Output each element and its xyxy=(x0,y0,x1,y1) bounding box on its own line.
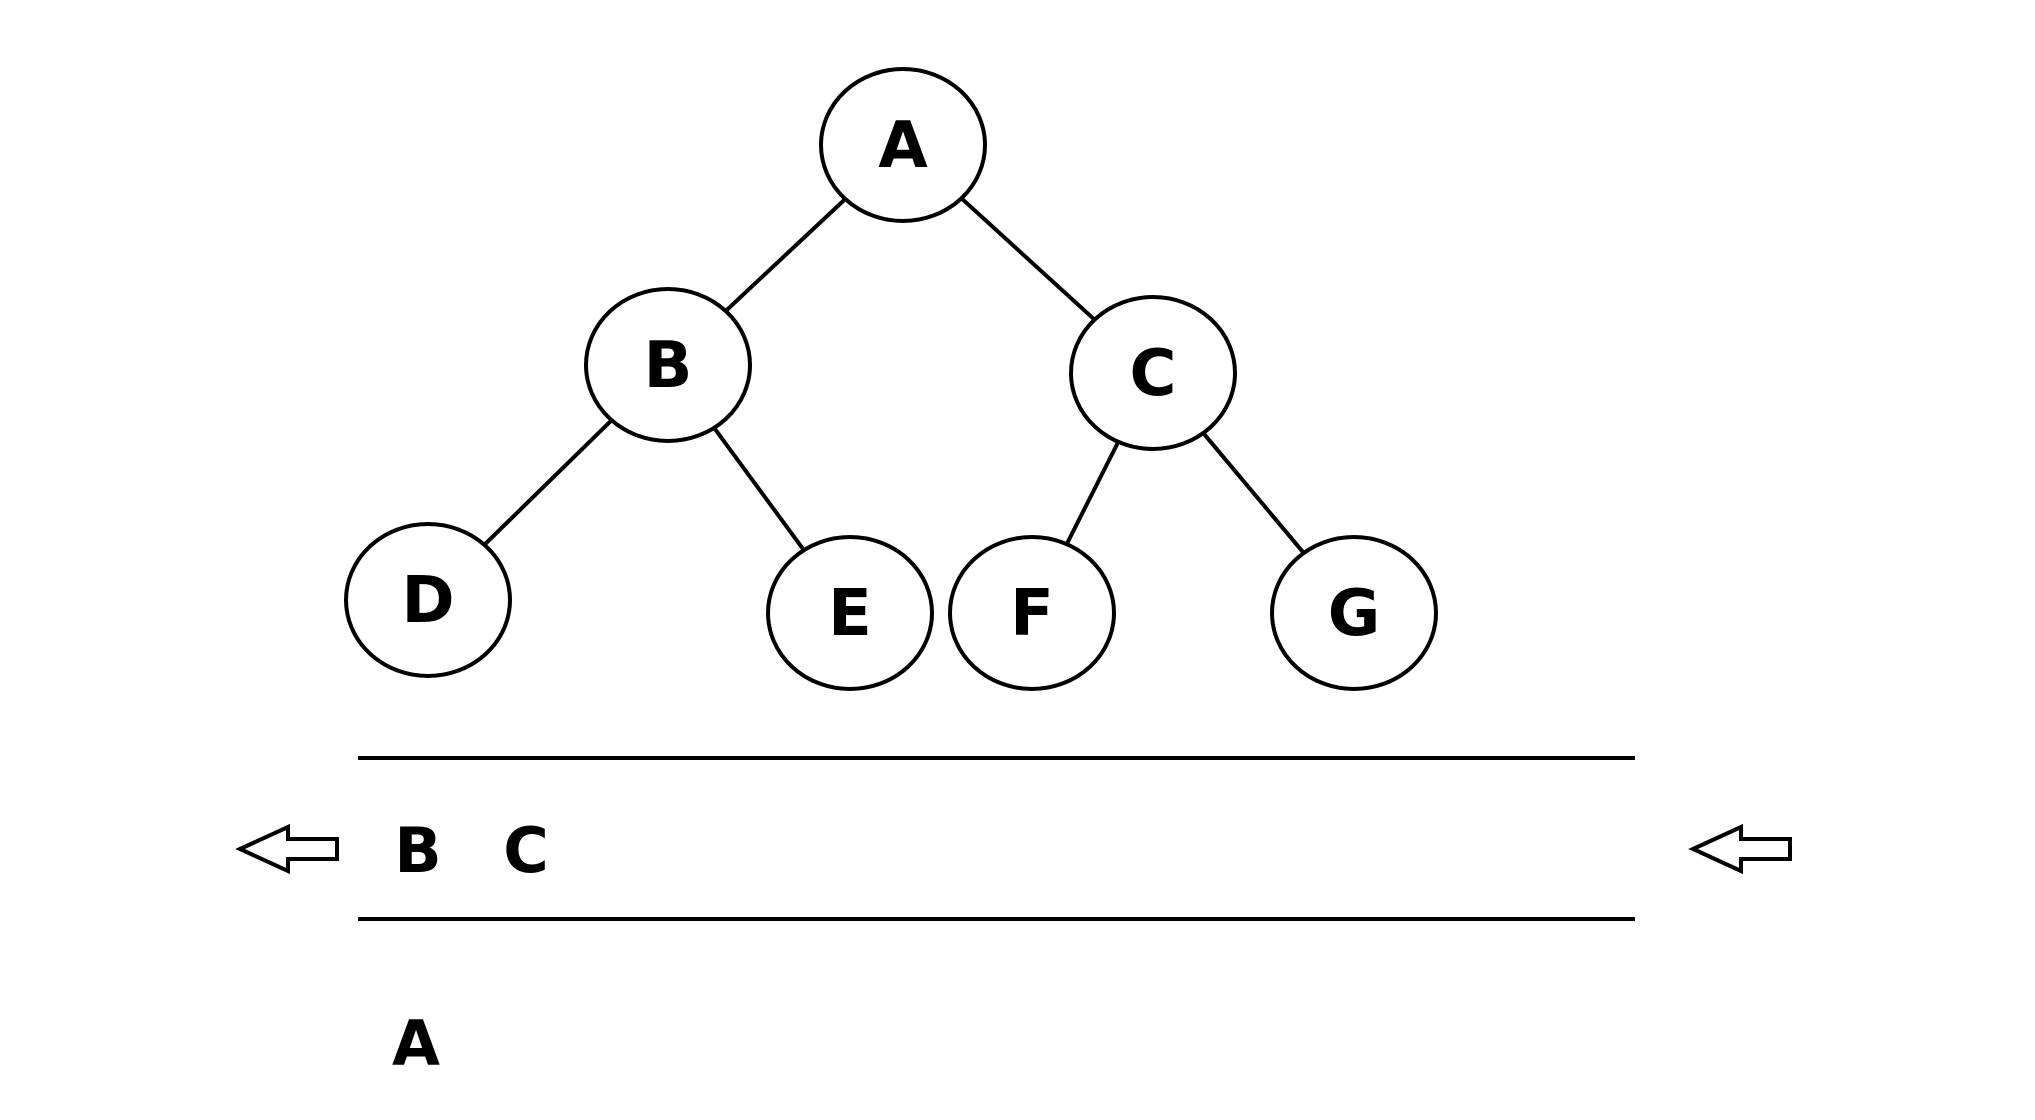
edge-a-c xyxy=(959,196,1097,322)
node-circle xyxy=(819,67,987,223)
edge-b-d xyxy=(482,418,614,547)
tree-node-b: B xyxy=(584,287,752,443)
enqueue-arrow-icon xyxy=(1688,823,1792,875)
tree-node-g: G xyxy=(1270,535,1438,691)
node-label: F xyxy=(1010,577,1054,651)
edge-b-e xyxy=(712,425,806,553)
tree-node-f: F xyxy=(948,535,1116,691)
dequeue-arrow-icon xyxy=(235,823,339,875)
node-label: G xyxy=(1328,577,1381,651)
node-label: E xyxy=(828,577,872,651)
tree-node-d: D xyxy=(344,522,512,678)
output-item: A xyxy=(392,1007,440,1080)
tree-node-e: E xyxy=(766,535,934,691)
tree-nodes: A B C D E F G xyxy=(344,67,1438,691)
node-label: B xyxy=(644,329,693,403)
node-label: A xyxy=(878,109,928,183)
node-circle xyxy=(766,535,934,691)
edge-a-b xyxy=(723,197,848,313)
node-label: D xyxy=(401,564,454,638)
node-circle xyxy=(1069,295,1237,451)
node-circle xyxy=(584,287,752,443)
tree-node-c: C xyxy=(1069,295,1237,451)
node-circle xyxy=(1270,535,1438,691)
edge-c-g xyxy=(1201,431,1306,555)
edge-c-f xyxy=(1064,439,1121,547)
node-circle xyxy=(344,522,512,678)
queue-item: B xyxy=(394,814,441,887)
node-label: C xyxy=(1130,337,1177,411)
queue-item: C xyxy=(503,814,549,887)
tree-edges xyxy=(482,196,1306,555)
node-circle xyxy=(948,535,1116,691)
output-sequence: A xyxy=(392,1007,440,1080)
tree-node-a: A xyxy=(819,67,987,223)
